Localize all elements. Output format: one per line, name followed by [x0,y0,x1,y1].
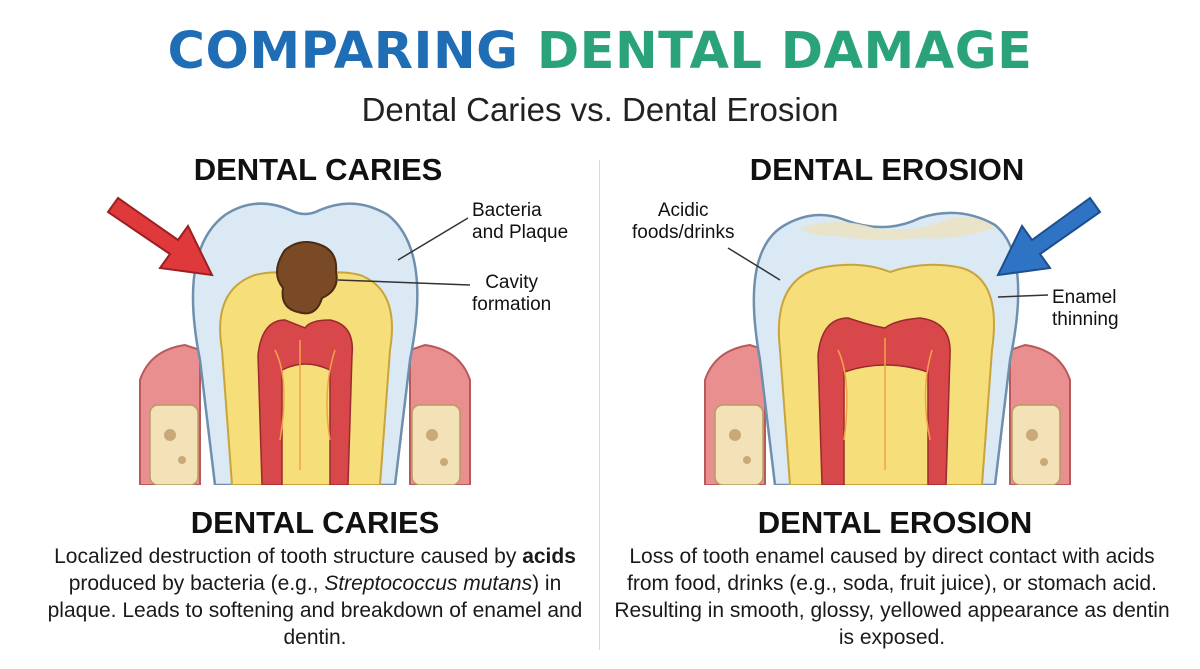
desc-text-3: ) in plaque. Leads to softening and brea… [47,572,583,649]
desc-text-2: produced by bacteria (e.g., [68,572,325,595]
bone-right [411,404,461,485]
dentin [777,263,995,485]
callout-acid-line1: Acidic [657,200,709,221]
bone-right [1011,404,1061,485]
callout-cavity-line2: formation [472,294,552,315]
title-part-2: DENTAL DAMAGE [536,22,1033,81]
desc-text-1: Localized destruction of tooth structure… [54,545,523,568]
caries-tooth-illustration [106,196,471,485]
left-caption-heading: DENTAL CARIES [190,505,440,540]
pulp [817,317,951,485]
left-description: Localized destruction of tooth structure… [35,543,595,651]
callout-acidic-foods: Acidic foods/drinks [632,200,734,244]
callout-acid-line2: foods/drinks [632,222,735,243]
callout-enamel-thinning: Enamel thinning [1052,287,1119,331]
page-subtitle: Dental Caries vs. Dental Erosion [361,91,839,128]
callout-bacteria-plaque: Bacteria and Plaque [472,200,568,244]
desc-bold-acids: acids [522,545,576,568]
right-panel-heading: DENTAL EROSION [749,152,1025,187]
callout-enamel-line1: Enamel [1052,287,1117,308]
bone-left [149,404,199,485]
callout-cavity-formation: Cavity formation [472,272,551,316]
right-description: Loss of tooth enamel caused by direct co… [614,545,1170,649]
right-caption-heading: DENTAL EROSION [757,505,1033,540]
left-panel-heading: DENTAL CARIES [193,152,443,187]
red-arrow-icon [106,196,214,277]
erosion-tooth-illustration [704,196,1102,485]
desc-italic-species: Streptococcus mutans [324,572,533,595]
worn-surface [800,217,995,240]
callout-bacteria-line1: Bacteria [472,200,542,221]
title-part-1: COMPARING [167,22,519,81]
pulp [257,319,354,485]
cavity [276,241,338,315]
callout-bacteria-line2: and Plaque [472,222,569,243]
page-title: COMPARING DENTAL DAMAGE [0,22,1200,82]
callout-enamel-line2: thinning [1052,309,1119,330]
callout-cavity-line1: Cavity [485,272,538,293]
blue-arrow-icon [996,196,1102,277]
panel-divider [599,160,600,650]
bone-left [714,404,764,485]
